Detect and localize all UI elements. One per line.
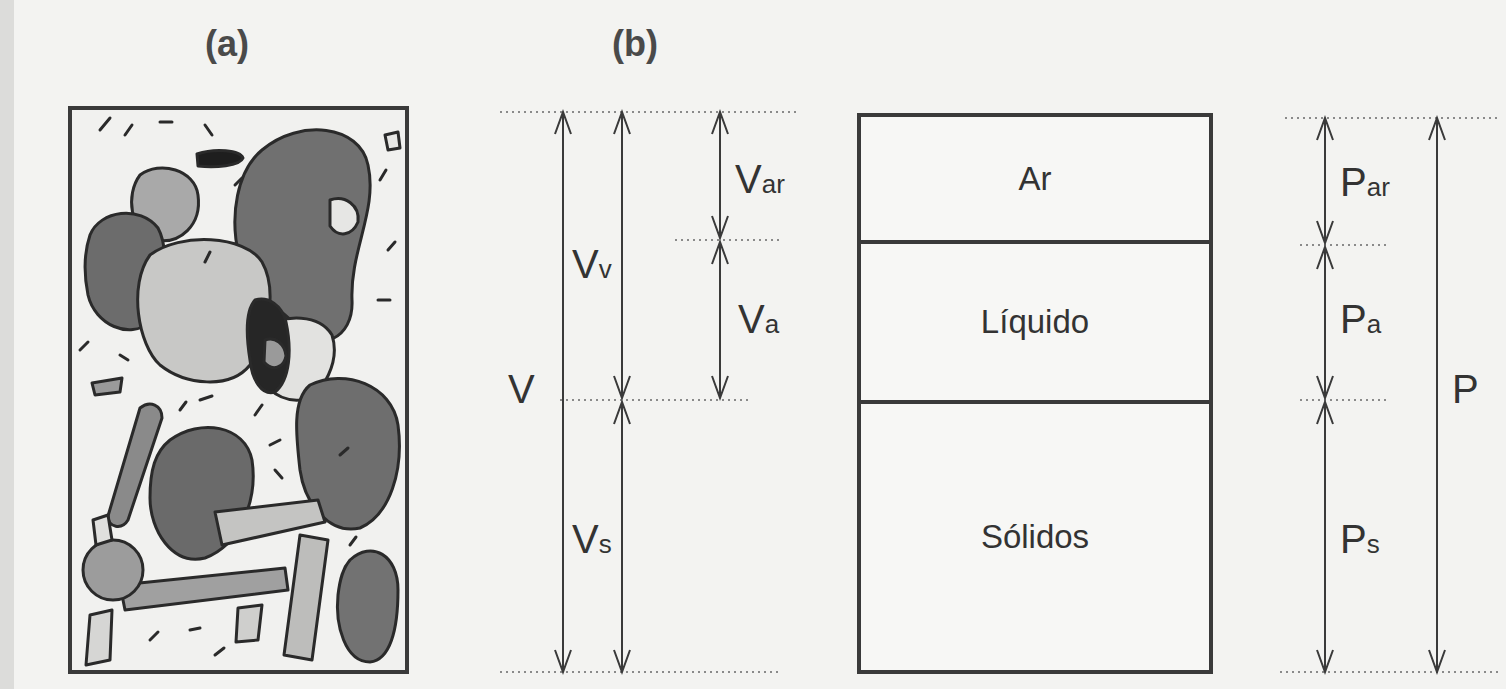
particle (388, 242, 395, 250)
phase-box: Líquido (857, 240, 1213, 404)
scan-edge (0, 0, 14, 689)
extension-line (500, 671, 780, 673)
particle (215, 648, 224, 655)
dimension-arrow (1317, 247, 1333, 398)
fine-particles (80, 118, 395, 655)
grain (83, 540, 143, 600)
sample-frame (70, 108, 407, 672)
weight-symbol: Par (1340, 158, 1390, 206)
extension-line (500, 111, 800, 113)
grain (197, 151, 243, 167)
grain (284, 535, 328, 660)
dimension-arrow (1317, 402, 1333, 672)
phase-name: Sólidos (981, 518, 1089, 556)
dimension-arrow (555, 112, 571, 672)
extension-line (1285, 117, 1500, 119)
dimension-arrow (614, 402, 630, 672)
weight-symbol: Pa (1340, 295, 1381, 343)
particle (160, 121, 172, 124)
phase-box: Ar (857, 113, 1213, 244)
dimension-arrow (712, 242, 728, 398)
dimension-arrow (1429, 118, 1445, 672)
grain (330, 199, 358, 234)
dimension-arrow (712, 112, 728, 238)
phase-name: Líquido (981, 303, 1089, 341)
particle (120, 355, 128, 360)
weight-symbol: Ps (1340, 515, 1380, 563)
particle (235, 178, 242, 185)
weight-symbol: P (1452, 365, 1479, 413)
particle (205, 125, 212, 135)
volume-symbol: Vv (572, 240, 612, 288)
grain (247, 299, 289, 393)
grain (337, 551, 398, 662)
grain (236, 605, 262, 642)
particle (205, 252, 210, 262)
particle (270, 440, 280, 445)
soil-grains (83, 130, 400, 665)
particle (190, 628, 200, 630)
particle (150, 632, 158, 640)
particle (378, 299, 390, 302)
extension-line (675, 239, 780, 241)
grain (264, 339, 286, 368)
particle (100, 118, 110, 130)
extension-line (1300, 244, 1390, 246)
dimension-arrow (1317, 118, 1333, 243)
extension-line (1280, 671, 1500, 673)
volume-symbol: Va (738, 295, 779, 343)
particle (125, 125, 132, 135)
grain (93, 515, 112, 545)
particle (380, 170, 386, 180)
grain (108, 404, 162, 526)
grain (92, 378, 122, 395)
phase-name: Ar (1019, 160, 1052, 198)
volume-symbol: V (508, 365, 535, 413)
grain (86, 610, 112, 665)
particle (275, 470, 282, 478)
volume-symbol: Vs (572, 515, 612, 563)
particle (255, 405, 262, 415)
grain (385, 132, 400, 150)
particle (340, 448, 348, 455)
panel-letter: (a) (205, 22, 249, 65)
particle (180, 402, 186, 410)
extension-line (1300, 399, 1390, 401)
panel-letter: (b) (612, 22, 658, 65)
volume-symbol: Var (735, 155, 785, 203)
grain (120, 568, 288, 610)
particle (80, 342, 88, 350)
particle (350, 537, 356, 545)
extension-line (560, 399, 750, 401)
dimension-arrow (614, 112, 630, 398)
phase-box: Sólidos (857, 400, 1213, 674)
particle (200, 396, 212, 400)
